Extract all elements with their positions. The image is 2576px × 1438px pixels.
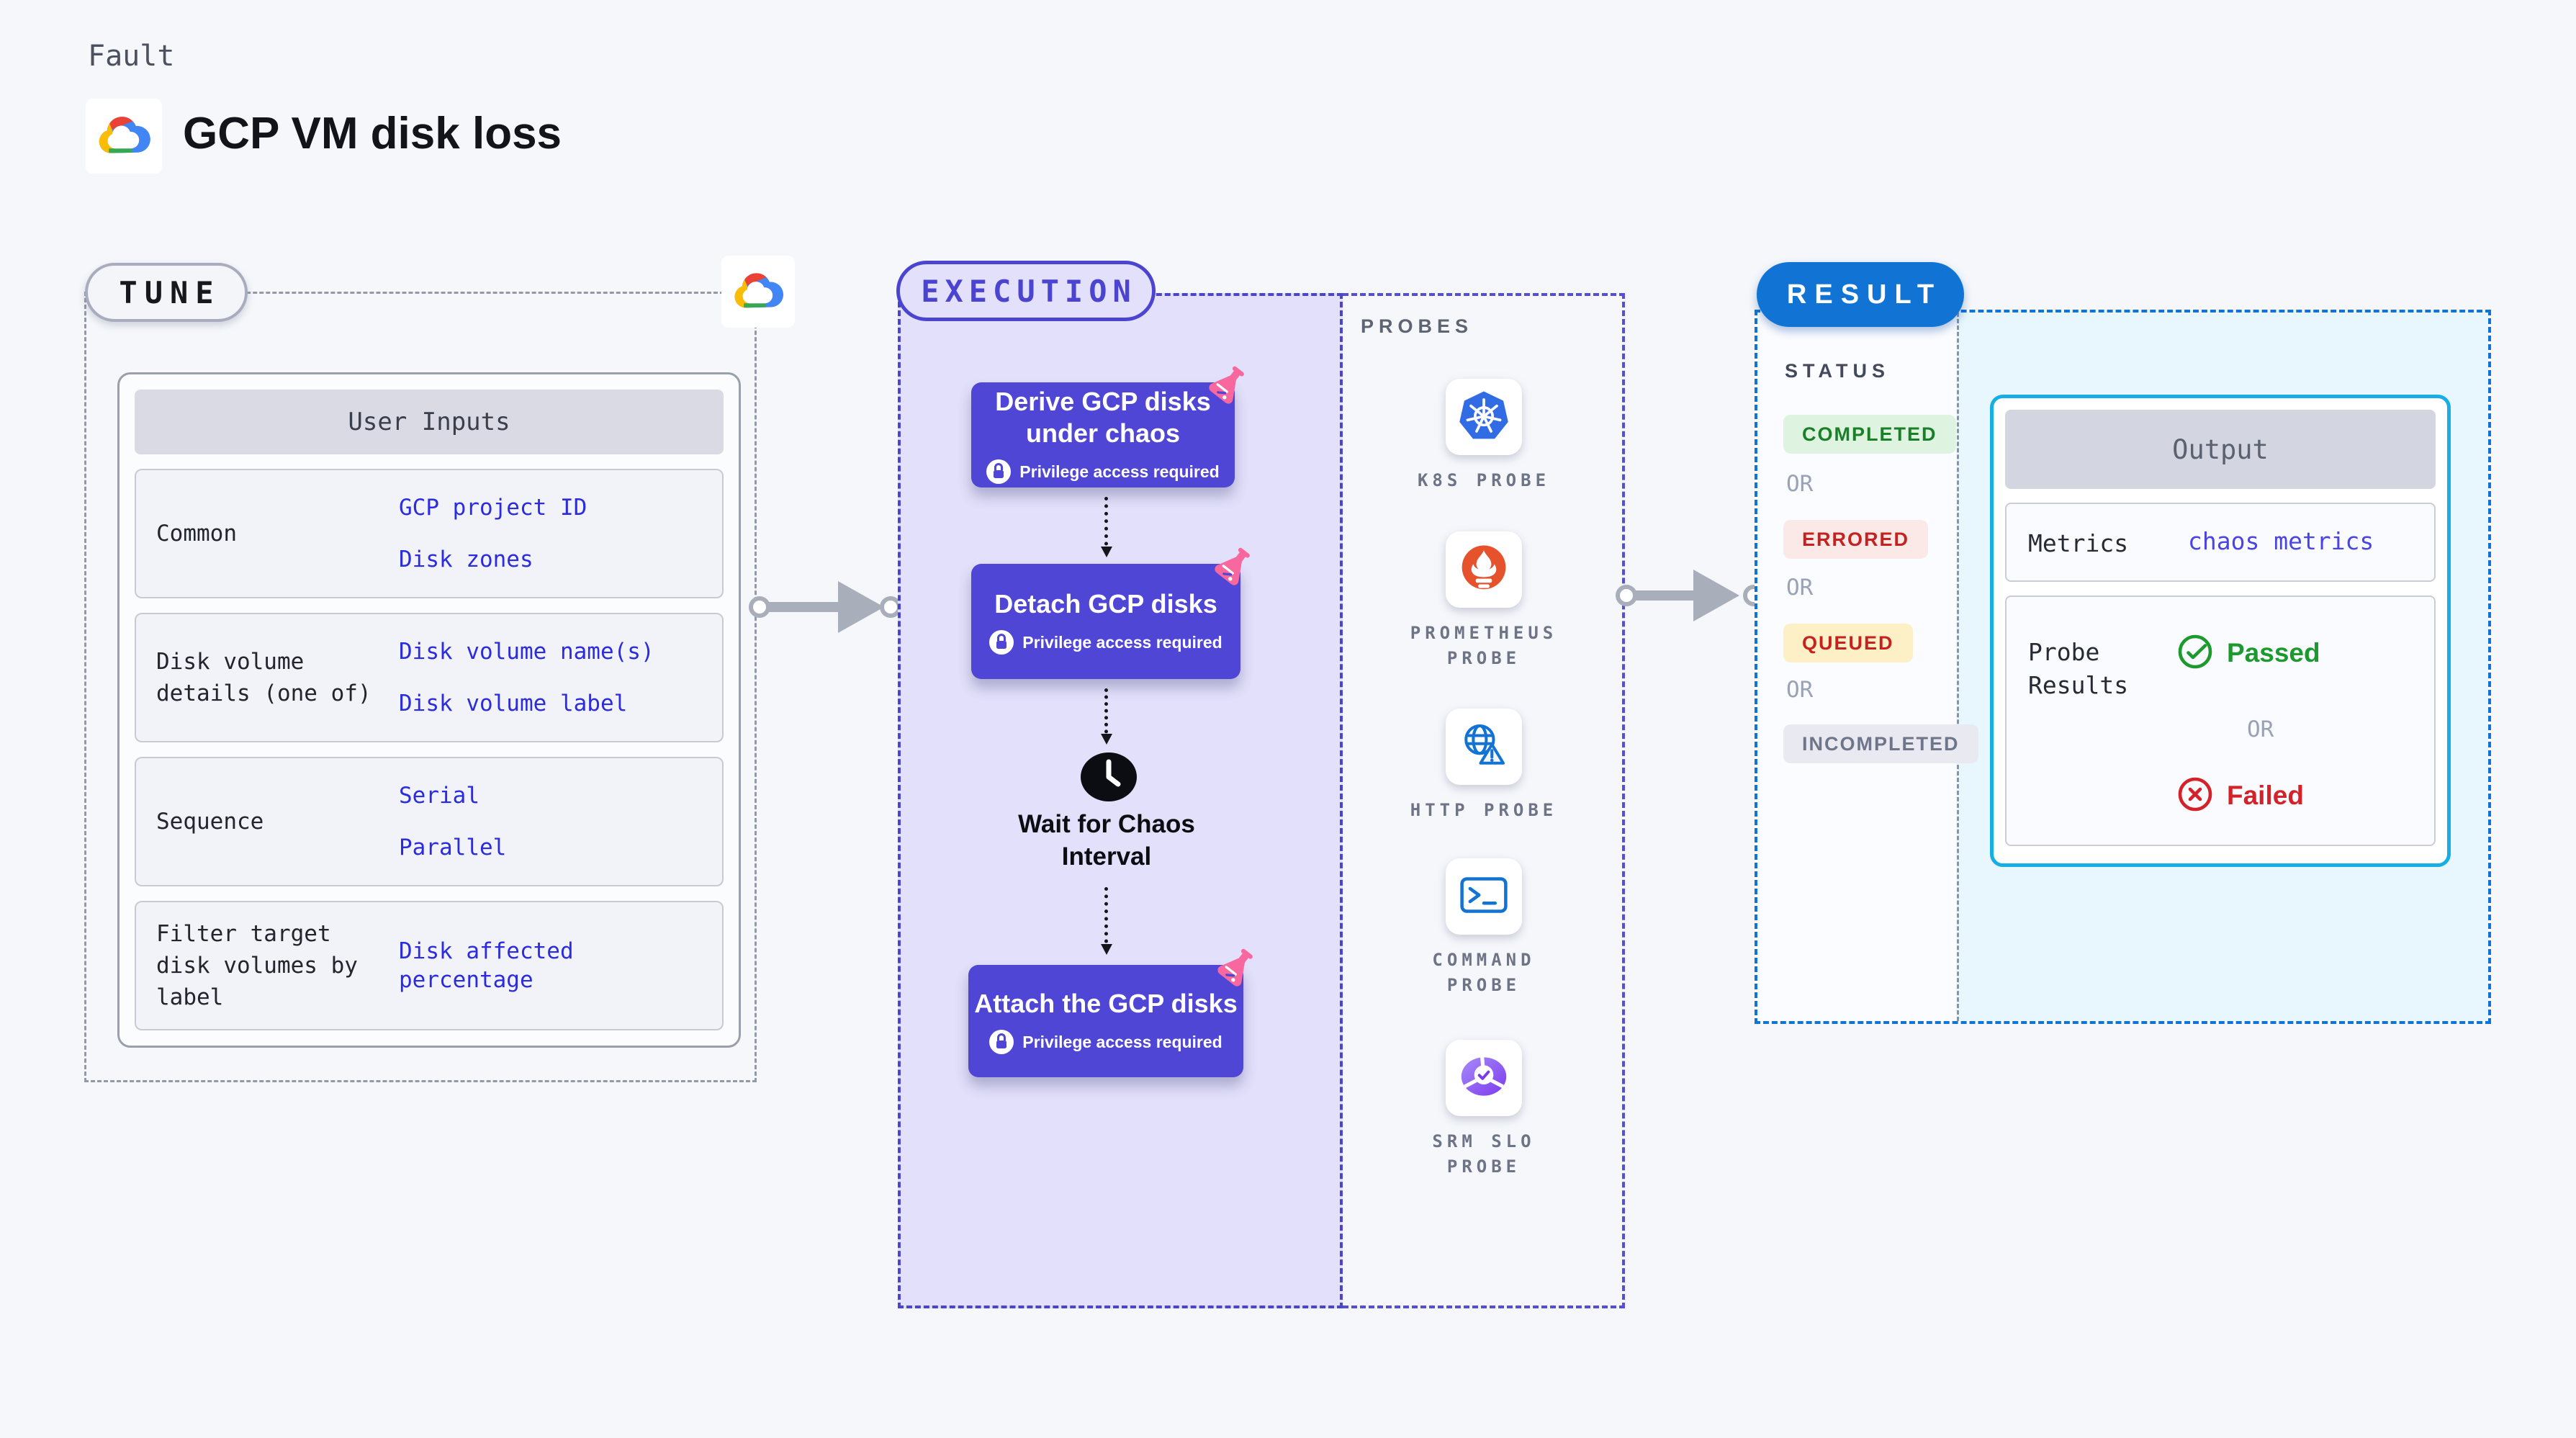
probe-label: K8S PROBE (1417, 470, 1551, 490)
privilege-label: Privilege access required (1022, 632, 1222, 652)
privilege-badge: Privilege access required (989, 630, 1222, 655)
status-header: STATUS (1785, 360, 1890, 382)
chaos-flask-icon (1202, 935, 1269, 1002)
probe-card-k8s (1446, 379, 1522, 455)
user-input-row-disk-volume: Disk volume details (one of) Disk volume… (135, 613, 724, 742)
input-value: GCP project ID (399, 495, 587, 521)
user-inputs-header: User Inputs (135, 390, 724, 454)
flow-arrow-down (1101, 887, 1112, 955)
execution-section-pill: EXECUTION (896, 261, 1156, 321)
flow-arrow-down (1101, 688, 1112, 745)
probe-card-srm-slo (1446, 1040, 1522, 1116)
user-input-row-filter: Filter target disk volumes by label Disk… (135, 901, 724, 1030)
input-value: Disk volume name(s) (399, 639, 654, 665)
user-input-row-sequence: Sequence Serial Parallel (135, 757, 724, 886)
flow-arrow-down (1101, 497, 1112, 557)
input-row-label: Filter target disk volumes by label (156, 921, 358, 1010)
input-value: Disk volume label (399, 691, 628, 716)
status-badge-completed: COMPLETED (1783, 415, 1956, 454)
input-row-label: Disk volume details (one of) (156, 649, 371, 706)
status-badge-incompleted: INCOMPLETED (1783, 724, 1978, 763)
input-value: Serial (399, 783, 479, 809)
result-section-pill: RESULT (1757, 262, 1964, 327)
probe-label: PROMETHEUS PROBE (1410, 623, 1558, 668)
or-separator: OR (1786, 677, 1814, 703)
lock-icon (986, 459, 1012, 484)
output-card: Output Metrics chaos metrics Probe Resul… (1990, 395, 2451, 867)
input-row-label: Sequence (156, 809, 264, 835)
probes-section-box (1343, 293, 1625, 1308)
input-value: Disk zones (399, 547, 533, 572)
privilege-badge: Privilege access required (989, 1030, 1222, 1054)
terminal-icon (1458, 869, 1510, 924)
failed-verdict: Failed (2176, 776, 2304, 816)
probe-card-command (1446, 858, 1522, 935)
prometheus-icon (1458, 542, 1510, 597)
globe-alert-icon (1458, 719, 1510, 774)
probe-card-prometheus (1446, 531, 1522, 608)
probe-results-row: Probe Results Passed OR F (2005, 596, 2436, 846)
probe-label: COMMAND PROBE (1432, 950, 1536, 995)
probe-results-label: Probe Results (2028, 638, 2129, 699)
fault-kind-label: Fault (88, 40, 175, 73)
node-attach-gcp-disks: Attach the GCP disks Privilege access re… (968, 948, 1253, 1077)
wait-step-label: Wait for Chaos Interval (1018, 810, 1195, 871)
wait-clock-icon (1078, 750, 1139, 806)
passed-verdict: Passed (2176, 633, 2320, 673)
tune-section-pill: TUNE (85, 263, 248, 322)
node-derive-gcp-disks: Derive GCP disks under chaos Privilege a… (971, 366, 1244, 487)
or-separator: OR (2247, 716, 2274, 742)
chaos-flask-icon (1199, 534, 1266, 601)
privilege-label: Privilege access required (1019, 462, 1220, 481)
user-inputs-card: User Inputs Common GCP project ID Disk z… (117, 372, 741, 1048)
probe-label: HTTP PROBE (1410, 800, 1558, 820)
gcp-cloud-icon (731, 267, 785, 316)
probe-label: SRM SLO PROBE (1432, 1131, 1536, 1177)
input-value: Parallel (399, 835, 507, 860)
or-separator: OR (1786, 575, 1814, 601)
chaos-flask-icon (1194, 353, 1261, 420)
node-title: Detach GCP disks (994, 589, 1217, 619)
lock-icon (989, 1030, 1014, 1054)
failed-label: Failed (2227, 781, 2304, 810)
status-badge-errored: ERRORED (1783, 520, 1929, 559)
gcp-logo (721, 256, 795, 328)
privilege-label: Privilege access required (1022, 1032, 1222, 1051)
kubernetes-icon (1457, 389, 1510, 445)
check-circle-icon (2176, 633, 2214, 673)
input-row-values: Serial Parallel (399, 758, 737, 885)
input-row-label: Common (156, 521, 237, 547)
node-detach-gcp-disks: Detach GCP disks Privilege access requir… (971, 547, 1250, 679)
input-row-values: GCP project ID Disk zones (399, 470, 737, 597)
lock-icon (989, 630, 1014, 655)
privilege-badge: Privilege access required (986, 459, 1220, 484)
x-circle-icon (2176, 776, 2214, 816)
tune-section-box (84, 292, 757, 1082)
passed-label: Passed (2227, 638, 2320, 668)
gcp-cloud-icon (95, 110, 153, 162)
page-title: GCP VM disk loss (183, 109, 562, 158)
status-badge-queued: QUEUED (1783, 624, 1913, 662)
user-input-row-common: Common GCP project ID Disk zones (135, 469, 724, 598)
input-row-values: Disk volume name(s) Disk volume label (399, 614, 737, 741)
metrics-label: Metrics (2028, 529, 2129, 557)
metrics-row: Metrics chaos metrics (2005, 503, 2436, 582)
gcp-logo (86, 99, 162, 174)
metrics-value: chaos metrics (2188, 527, 2374, 555)
probes-section-label: PROBES (1361, 315, 1474, 337)
probe-card-http (1446, 709, 1522, 785)
output-header: Output (2005, 410, 2436, 489)
node-title: Attach the GCP disks (974, 989, 1238, 1018)
node-title: Derive GCP disks under chaos (995, 387, 1211, 448)
or-separator: OR (1786, 471, 1814, 497)
input-value: Disk affected percentage (399, 938, 574, 993)
input-row-values: Disk affected percentage (399, 902, 737, 1029)
slo-gauge-icon (1457, 1050, 1510, 1106)
